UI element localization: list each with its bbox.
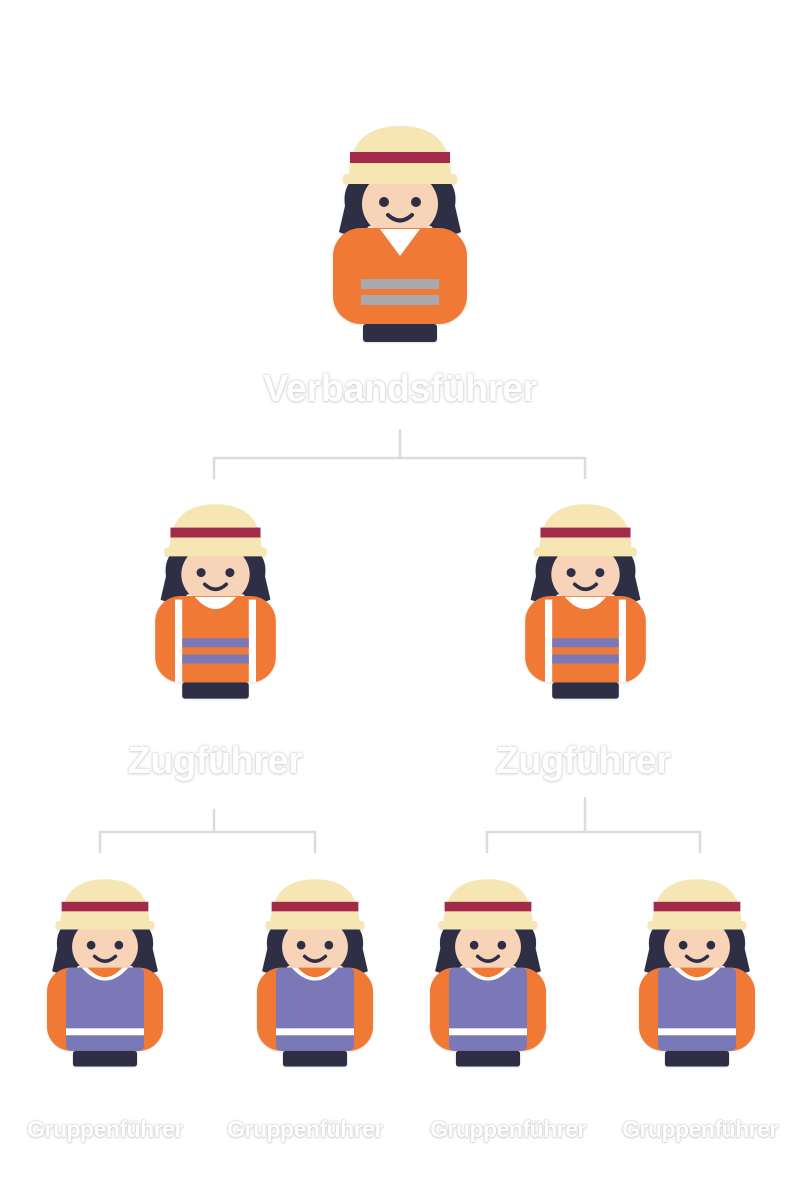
node-label-verbandsfuehrer: Verbandsführer [263,368,537,410]
node-label-gruppenfuehrer-4: Gruppenführer [622,1116,778,1142]
node-label-gruppenfuehrer-2: Gruppenführer [227,1116,383,1142]
firefighter-icon [40,871,170,1073]
node-label-gruppenfuehrer-1: Gruppenführer [27,1116,183,1142]
firefighter-icon [423,871,553,1073]
node-label-gruppenfuehrer-3: Gruppenführer [430,1116,586,1142]
node-label-zugfuehrer-right: Zugführer [495,740,671,782]
connector-left-to-level3 [98,808,317,854]
connector-right-to-level3 [485,796,702,854]
firefighter-icon [632,871,762,1073]
firefighter-icon [250,871,380,1073]
firefighter-icon [148,496,283,705]
connector-root-to-level2 [212,428,587,480]
firefighter-icon [518,496,653,705]
node-label-zugfuehrer-left: Zugführer [127,740,303,782]
firefighter-icon [326,117,474,349]
